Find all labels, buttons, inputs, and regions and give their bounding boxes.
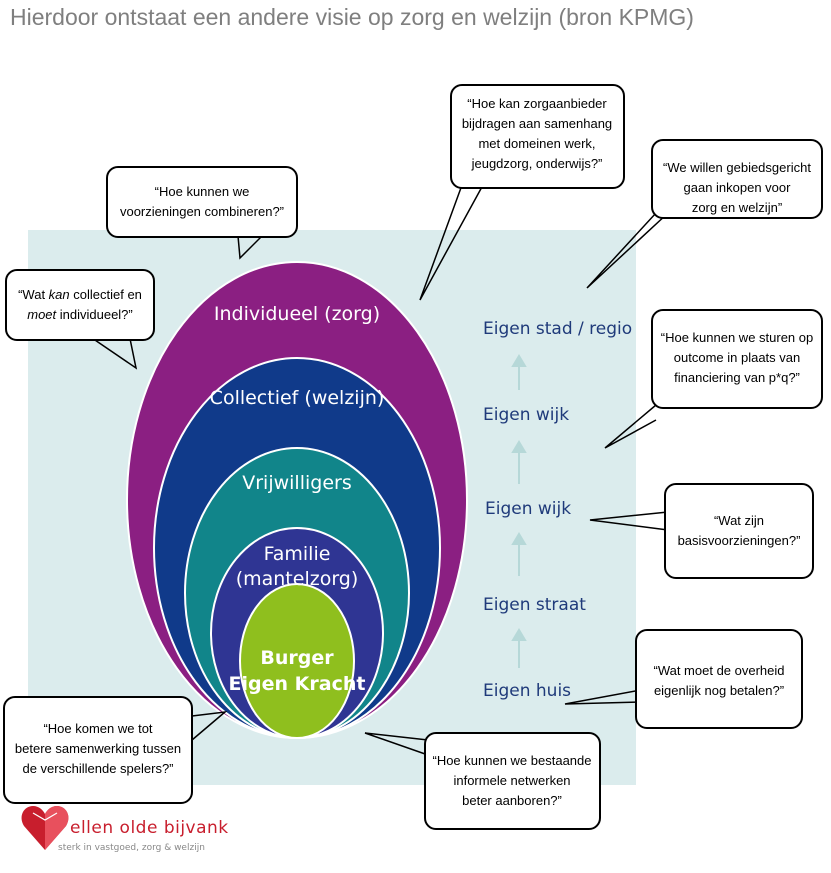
bubble-netwerken: “Hoe kunnen we bestaande informele netwe… bbox=[424, 732, 601, 830]
svg-text:outcome in plaats van: outcome in plaats van bbox=[674, 350, 800, 365]
svg-text:“Hoe komen we tot: “Hoe komen we tot bbox=[43, 721, 152, 736]
level-arrows bbox=[511, 354, 527, 668]
svg-text:voorzieningen combineren?”: voorzieningen combineren?” bbox=[120, 204, 284, 219]
ring-burger bbox=[239, 583, 355, 739]
svg-text:gaan inkopen voor: gaan inkopen voor bbox=[684, 180, 792, 195]
svg-text:financiering van p*q?”: financiering van p*q?” bbox=[674, 370, 800, 385]
bubble-collectief: “Wat kan collectief en moet individueel?… bbox=[5, 269, 155, 341]
ring-label-familie: Familie bbox=[264, 543, 331, 565]
svg-text:eigenlijk nog betalen?”: eigenlijk nog betalen?” bbox=[654, 683, 784, 698]
svg-text:de verschillende spelers?”: de verschillende spelers?” bbox=[22, 761, 173, 776]
svg-text:moet individueel?”: moet individueel?” bbox=[27, 307, 133, 322]
svg-text:“We willen gebiedsgericht: “We willen gebiedsgericht bbox=[663, 160, 811, 175]
svg-text:“Hoe kunnen we: “Hoe kunnen we bbox=[155, 184, 250, 199]
bubble-samenwerking: “Hoe komen we tot betere samenwerking tu… bbox=[3, 696, 193, 804]
svg-text:bijdragen aan samenhang: bijdragen aan samenhang bbox=[462, 116, 612, 131]
level-label: Eigen huis bbox=[483, 681, 571, 701]
svg-text:“Hoe kan zorgaanbieder: “Hoe kan zorgaanbieder bbox=[467, 96, 607, 111]
bubble-gebiedsgericht: “We willen gebiedsgericht gaan inkopen v… bbox=[651, 139, 823, 219]
svg-text:jeugdzorg, onderwijs?”: jeugdzorg, onderwijs?” bbox=[471, 156, 603, 171]
page-title: Hierdoor ontstaat een andere visie op zo… bbox=[10, 4, 694, 30]
svg-text:met domeinen werk,: met domeinen werk, bbox=[478, 136, 595, 151]
ring-label-vrijwilligers: Vrijwilligers bbox=[242, 472, 351, 494]
svg-text:zorg en welzijn”: zorg en welzijn” bbox=[692, 200, 782, 215]
logo-name: ellen olde bijvank bbox=[70, 818, 229, 838]
svg-text:informele netwerken: informele netwerken bbox=[453, 773, 570, 788]
svg-text:“Wat moet de overheid: “Wat moet de overheid bbox=[653, 663, 784, 678]
core-label-burger: Burger bbox=[260, 647, 334, 669]
svg-text:beter aanboren?”: beter aanboren?” bbox=[462, 793, 562, 808]
bubble-combineren: “Hoe kunnen we voorzieningen combineren?… bbox=[106, 166, 298, 238]
bubble-outcome: “Hoe kunnen we sturen op outcome in plaa… bbox=[651, 309, 823, 409]
svg-text:“Wat kan collectief en: “Wat kan collectief en bbox=[18, 287, 142, 302]
core-label-eigen-kracht: Eigen Kracht bbox=[229, 673, 366, 695]
level-label: Eigen wijk bbox=[485, 499, 571, 519]
bubble-samenhang: “Hoe kan zorgaanbieder bijdragen aan sam… bbox=[450, 84, 625, 189]
svg-text:“Hoe kunnen we bestaande: “Hoe kunnen we bestaande bbox=[432, 753, 591, 768]
ring-label-mantelzorg: (mantelzorg) bbox=[236, 568, 359, 590]
svg-text:“Hoe kunnen we sturen op: “Hoe kunnen we sturen op bbox=[661, 330, 813, 345]
bubble-basis: “Wat zijn basisvoorzieningen?” bbox=[664, 483, 814, 579]
logo-tagline: sterk in vastgoed, zorg & welzijn bbox=[58, 843, 205, 853]
ring-label-collectief: Collectief (welzijn) bbox=[210, 387, 385, 409]
level-label: Eigen wijk bbox=[483, 405, 569, 425]
level-label: Eigen straat bbox=[483, 595, 586, 615]
svg-text:“Wat zijn: “Wat zijn bbox=[714, 513, 764, 528]
svg-text:basisvoorzieningen?”: basisvoorzieningen?” bbox=[678, 533, 801, 548]
level-label: Eigen stad / regio bbox=[483, 319, 632, 339]
svg-text:betere samenwerking tussen: betere samenwerking tussen bbox=[15, 741, 181, 756]
bubble-overheid: “Wat moet de overheid eigenlijk nog beta… bbox=[635, 629, 803, 729]
logo-heart-icon bbox=[21, 806, 69, 850]
ring-label-individueel: Individueel (zorg) bbox=[214, 303, 380, 325]
